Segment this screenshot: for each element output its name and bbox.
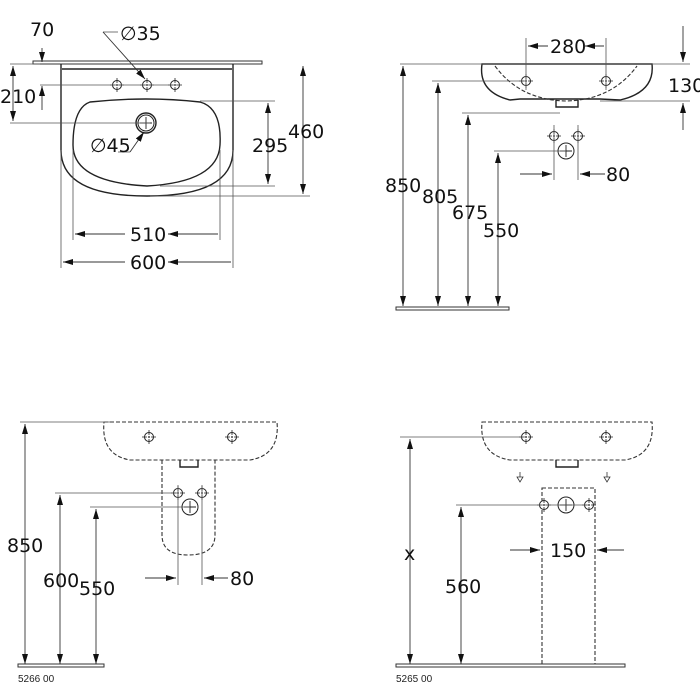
- dim-600: 600: [130, 252, 166, 274]
- top-plan-view: 70 210 ∅35 ∅45 295 460 510 600: [0, 19, 324, 274]
- dim-510: 510: [130, 224, 166, 246]
- dim-295: 295: [252, 135, 288, 157]
- dim-560: 560: [445, 576, 481, 598]
- dim-80: 80: [230, 568, 254, 590]
- wall-bar: [32, 60, 263, 65]
- dim-80: 80: [606, 164, 630, 186]
- dim-130: 130: [668, 75, 700, 97]
- dim-550: 550: [79, 578, 115, 600]
- floor-bar: [395, 306, 510, 311]
- basin-front: [480, 63, 653, 101]
- dim-850: 850: [7, 535, 43, 557]
- dim-850: 850: [385, 175, 421, 197]
- article-number: 5265 00: [396, 674, 433, 685]
- basin-bowl: [72, 98, 221, 187]
- wall-mount-view: 280 130 850 805 675 550 80: [385, 26, 700, 311]
- dim-150: 150: [550, 540, 586, 562]
- dia-35: ∅35: [120, 23, 161, 45]
- dim-x: x: [404, 543, 415, 565]
- dim-550: 550: [483, 220, 519, 242]
- half-pedestal-view: 850 600 550 80 5266 00: [7, 421, 278, 685]
- article-number: 5266 00: [18, 674, 55, 685]
- dim-70: 70: [30, 19, 54, 41]
- dim-460: 460: [288, 121, 324, 143]
- dim-210: 210: [0, 86, 36, 108]
- dim-805: 805: [422, 186, 458, 208]
- pedestal-view: x 560 150 5265 00: [395, 421, 653, 685]
- dim-280: 280: [550, 36, 586, 58]
- dia-45: ∅45: [90, 135, 131, 157]
- basin-outline: [60, 64, 234, 197]
- dim-600: 600: [43, 570, 79, 592]
- dim-675: 675: [452, 202, 488, 224]
